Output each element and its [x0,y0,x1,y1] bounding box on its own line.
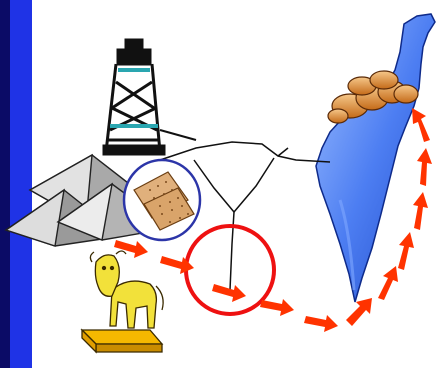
highlight-circle-icon [186,226,274,314]
golden-calf-icon [82,251,163,352]
israel-map-icon [316,14,435,302]
oil-derrick-icon [104,40,196,154]
matzah-icon [124,160,200,240]
